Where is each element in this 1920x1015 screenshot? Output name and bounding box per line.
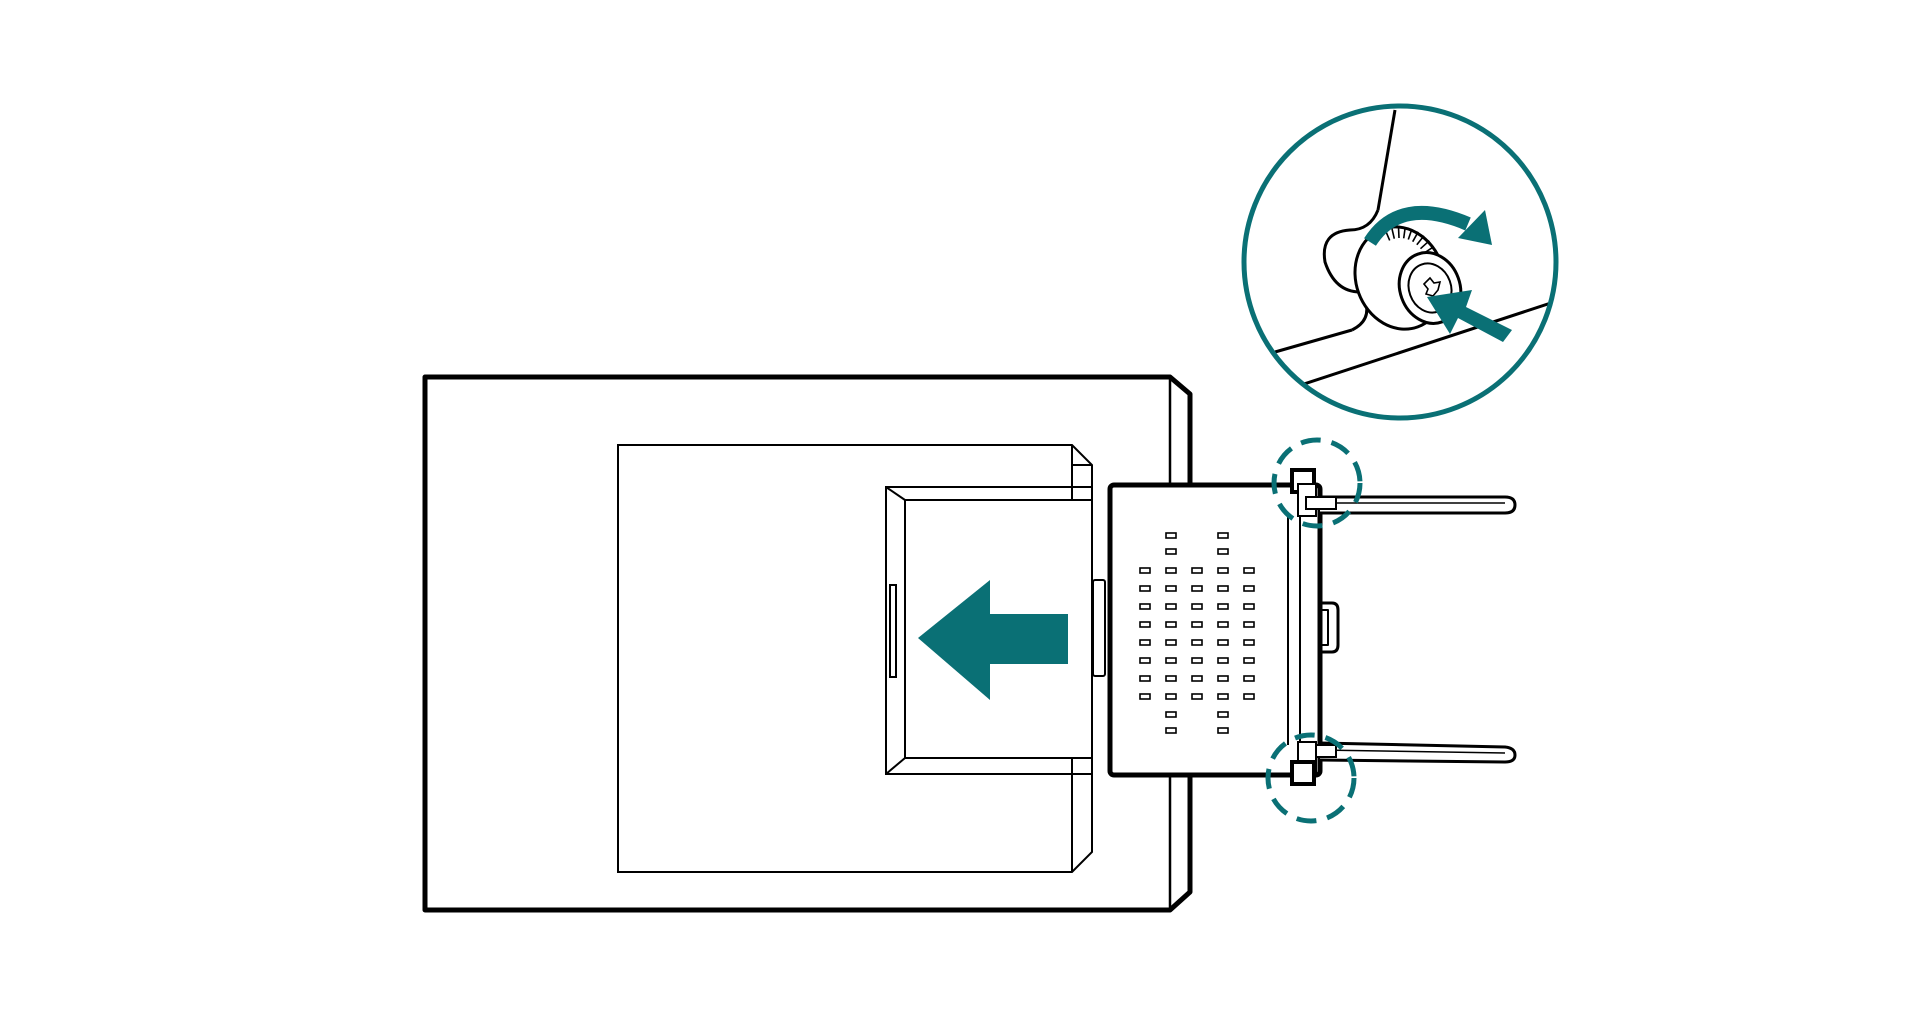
vent-slot [1165, 727, 1177, 734]
vent-slot [1243, 675, 1255, 682]
vent-slot [1191, 585, 1203, 592]
knurl-line [1407, 228, 1413, 240]
vent-slot [1217, 657, 1229, 664]
dashed-circle-highlight-icon [1271, 437, 1363, 529]
vent-slot [1165, 675, 1177, 682]
vent-slot [1139, 639, 1151, 646]
vent-slot [1139, 693, 1151, 700]
vent-slot [1165, 567, 1177, 574]
vent-slot [1139, 621, 1151, 628]
vent-slot [1217, 532, 1229, 539]
vent-slot [1165, 657, 1177, 664]
vent-slot [1243, 639, 1255, 646]
vent-slot [1217, 603, 1229, 610]
vent-slot [1165, 548, 1177, 555]
vent-slots [1139, 532, 1255, 734]
vent-slot [1139, 585, 1151, 592]
vent-slot [1217, 675, 1229, 682]
thumbscrew-icon [1290, 741, 1337, 786]
vent-slot [1191, 675, 1203, 682]
vent-slot [1217, 711, 1229, 718]
vent-slot [1217, 585, 1229, 592]
push-arrow-icon [1427, 290, 1512, 342]
vent-slot [1191, 657, 1203, 664]
antenna-top [1320, 495, 1517, 515]
arrow-left-icon [918, 580, 1068, 700]
detail-circle-border [1241, 103, 1559, 421]
knurl-line [1419, 240, 1430, 250]
vent-slot [1217, 639, 1229, 646]
vent-slot [1217, 567, 1229, 574]
vent-slot [1139, 675, 1151, 682]
vent-slot [1243, 657, 1255, 664]
vent-slot [1191, 621, 1203, 628]
vent-slot [1165, 621, 1177, 628]
vent-slot [1165, 711, 1177, 718]
vent-slot [1165, 693, 1177, 700]
knurl-line [1391, 227, 1396, 239]
vent-slot [1139, 567, 1151, 574]
vent-slot [1217, 548, 1229, 555]
knurl-line [1402, 227, 1406, 239]
vent-slot [1139, 603, 1151, 610]
vent-slot [1217, 693, 1229, 700]
vent-slot [1165, 585, 1177, 592]
antenna-bottom [1319, 741, 1517, 764]
vent-slot [1217, 727, 1229, 734]
vent-slot [1139, 657, 1151, 664]
vent-slot [1243, 621, 1255, 628]
vent-slot [1243, 585, 1255, 592]
knurl-line [1412, 231, 1419, 243]
vent-slot [1165, 603, 1177, 610]
vent-slot [1217, 621, 1229, 628]
detail-callout [1241, 103, 1559, 421]
knurl-line [1397, 226, 1400, 239]
vent-slot [1243, 693, 1255, 700]
vent-slot [1165, 532, 1177, 539]
vent-slot [1191, 639, 1203, 646]
knurl-line [1416, 235, 1425, 246]
vent-slot [1243, 603, 1255, 610]
vent-slot [1165, 639, 1177, 646]
module-board [1092, 482, 1340, 778]
rotate-clockwise-arrow-icon [1364, 205, 1492, 247]
thumbscrew-icon [1290, 468, 1337, 517]
dashed-circle-highlight-icon [1265, 732, 1357, 824]
vent-slot [1243, 567, 1255, 574]
vent-slot [1191, 693, 1203, 700]
vent-slot [1191, 603, 1203, 610]
vent-slot [1191, 567, 1203, 574]
